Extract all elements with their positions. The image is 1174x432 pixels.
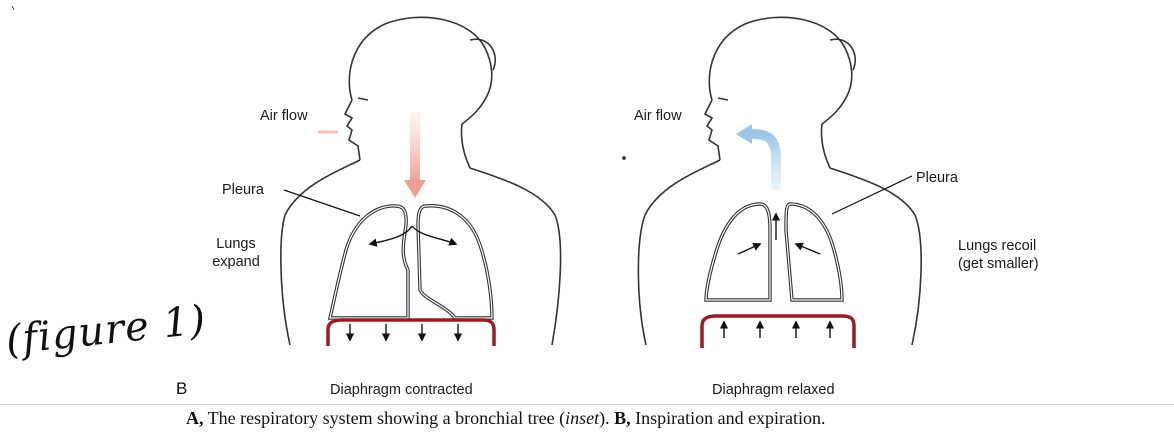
left-lungs-label-line2: expand: [196, 254, 276, 271]
right-lungs-recoiled: [706, 204, 842, 300]
left-expand-arrows: [370, 226, 456, 244]
right-pleura-leader: [832, 176, 912, 214]
figure-caption: A, The respiratory system showing a bron…: [186, 408, 826, 429]
right-recoil-arrows: [738, 214, 820, 254]
right-pleura-label: Pleura: [916, 170, 958, 187]
caption-b-text: Inspiration and expiration.: [631, 408, 826, 428]
left-diaphragm-label: Diaphragm contracted: [330, 382, 473, 399]
exhale-airflow-arrow: [752, 134, 776, 190]
right-diaphragm-arrows: [724, 322, 830, 338]
left-airflow-label: Air flow: [260, 108, 308, 125]
caption-a-text-before: The respiratory system showing a bronchi…: [204, 408, 566, 428]
right-lungs-label-line2: (get smaller): [958, 256, 1039, 273]
right-diaphragm-label: Diaphragm relaxed: [712, 382, 835, 399]
stray-mark: [12, 6, 14, 10]
caption-a-text-after: ).: [599, 408, 614, 428]
stray-dot: [622, 156, 626, 160]
panel-letter-b: B: [176, 379, 187, 399]
caption-a-text-italic: inset: [565, 408, 599, 428]
caption-a-marker: A,: [186, 408, 204, 428]
left-lungs-label-line1: Lungs: [196, 236, 276, 253]
right-lungs-label-line1: Lungs recoil: [958, 238, 1036, 255]
right-diaphragm: [702, 316, 854, 348]
exhale-airflow-arrowhead: [736, 124, 752, 144]
inhale-airflow-arrowhead: [404, 180, 426, 198]
left-pleura-label: Pleura: [222, 182, 264, 199]
left-pleura-leader: [284, 190, 360, 216]
caption-b-marker: B,: [614, 408, 631, 428]
right-airflow-label: Air flow: [634, 108, 682, 125]
left-diaphragm: [328, 320, 494, 346]
caption-rule: [0, 404, 1174, 405]
left-diaphragm-arrows: [350, 324, 458, 340]
inhale-airflow-arrow: [410, 112, 420, 182]
